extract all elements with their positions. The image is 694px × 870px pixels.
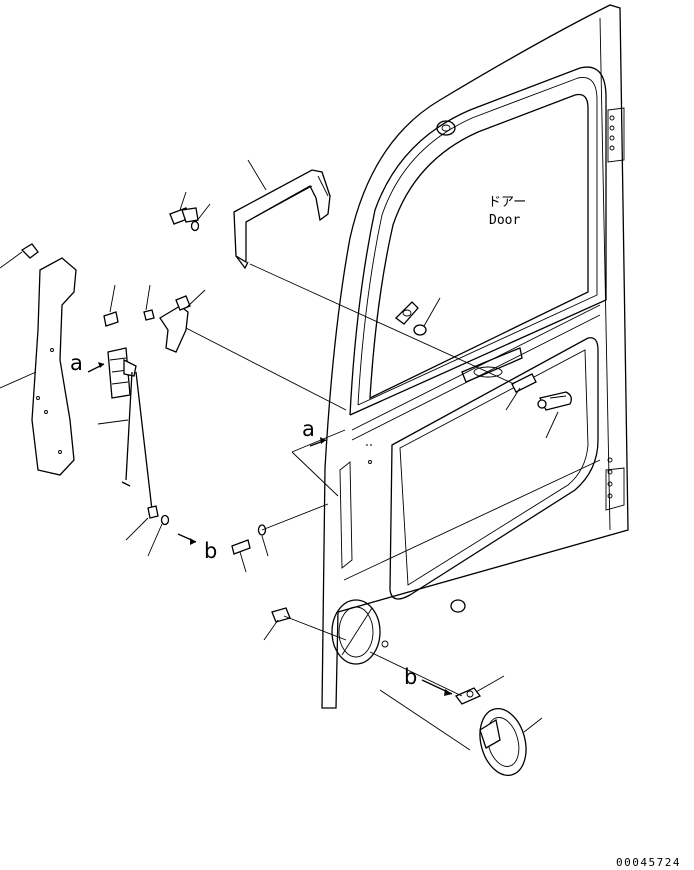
arrow-b-left: [177, 533, 197, 545]
trim-cover: [20, 243, 77, 476]
grab-handle: [233, 169, 331, 270]
door-label-en: Door: [489, 213, 520, 228]
lock-bracket: [159, 295, 191, 353]
inner-handle: [511, 373, 537, 393]
rod-washer: [160, 514, 170, 526]
arrow-a-door: [309, 437, 327, 447]
drawing-number: 00045724: [616, 856, 681, 869]
grommet: [413, 324, 427, 336]
lock-nut: [143, 309, 155, 321]
lower-bolt: [271, 607, 291, 623]
lock-rod: [121, 371, 159, 519]
door-lock: [107, 347, 137, 399]
handle-washer: [190, 220, 200, 232]
striker: [537, 391, 572, 411]
leader-lines: [0, 159, 559, 751]
mid-bolt: [231, 539, 251, 555]
door-label-jp: ドアー: [488, 195, 526, 210]
lock-bolt: [103, 311, 119, 327]
door-panel: [321, 4, 629, 709]
ref-b-latch: b: [404, 665, 417, 689]
ref-a-left: a: [70, 351, 83, 375]
ref-a-door: a: [302, 417, 315, 441]
arrow-b-latch: [421, 679, 453, 696]
ref-b-left: b: [204, 539, 217, 563]
arrow-a-left: [87, 362, 105, 373]
latch-pin: [454, 687, 482, 705]
handle-bolt: [169, 207, 199, 225]
striker-plate: [395, 301, 419, 325]
latch-cover: [479, 708, 527, 776]
